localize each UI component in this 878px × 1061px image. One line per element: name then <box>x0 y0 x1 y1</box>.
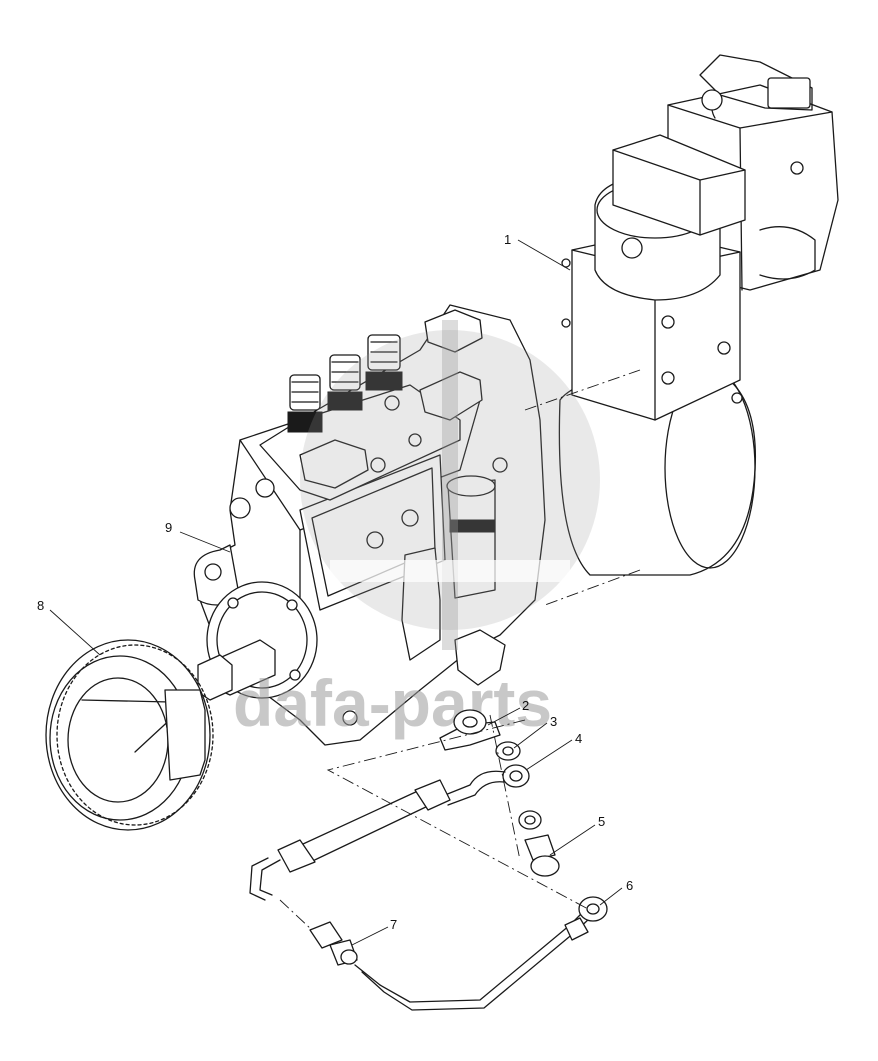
drive-gear <box>45 639 214 831</box>
callout-8: 8 <box>37 598 44 613</box>
callout-5: 5 <box>598 814 605 829</box>
callout-4: 4 <box>575 731 582 746</box>
callout-3: 3 <box>550 714 557 729</box>
callout-labels: 1 2 3 4 5 6 7 8 9 <box>37 232 633 932</box>
fuel-line-assembly <box>249 709 608 1011</box>
callout-7: 7 <box>390 917 397 932</box>
delivery-valve-3 <box>365 334 403 391</box>
delivery-valve-1 <box>287 374 323 433</box>
callout-1: 1 <box>504 232 511 247</box>
callout-2: 2 <box>522 698 529 713</box>
callout-6: 6 <box>626 878 633 893</box>
delivery-valve-2 <box>327 354 363 411</box>
actuator-housing <box>558 54 839 576</box>
leader-lines <box>49 239 623 946</box>
assembly-axis-lines <box>279 369 641 931</box>
watermark: dafa-parts <box>233 320 600 740</box>
callout-9: 9 <box>165 520 172 535</box>
watermark-text: dafa-parts <box>233 666 552 740</box>
